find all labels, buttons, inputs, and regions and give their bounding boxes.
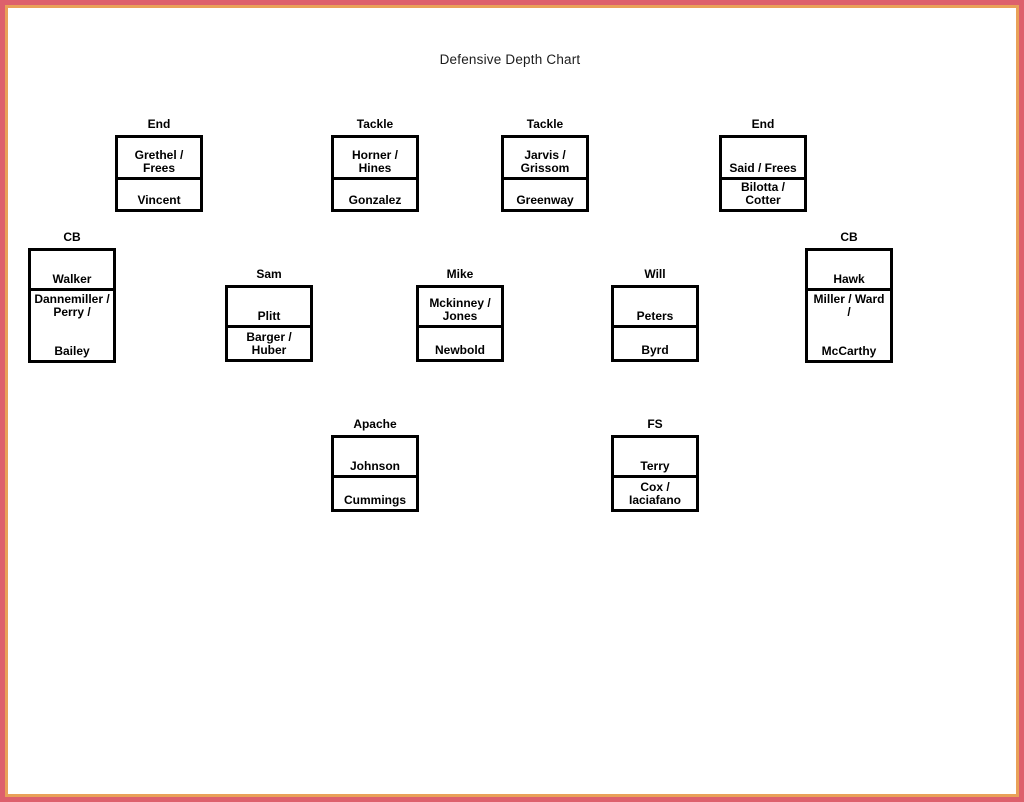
depth-cell-backups: Barger / Huber [228, 325, 310, 359]
chart-title: Defensive Depth Chart [439, 52, 581, 67]
position-box: Jarvis / Grissom Greenway [501, 135, 589, 212]
position-label: Apache [353, 417, 397, 431]
position-box: Walker Dannemiller / Perry / Bailey [28, 248, 116, 363]
depth-cell-starters: Johnson [350, 459, 400, 473]
position-label: Tackle [526, 117, 564, 131]
depth-cell-starters: Mckinney / Jones [429, 296, 491, 323]
position-label: CB [840, 230, 858, 244]
position-box: Grethel / Frees Vincent [115, 135, 203, 212]
position-label: End [147, 117, 171, 131]
position-label: CB [63, 230, 81, 244]
depth-cell-backups: Gonzalez [334, 177, 416, 209]
position-unit-will: Will Peters Byrd [611, 267, 699, 362]
position-label: End [751, 117, 775, 131]
depth-cell-backups: Byrd [614, 325, 696, 359]
depth-cell-starters: Walker [52, 272, 92, 286]
position-label: Mike [446, 267, 474, 281]
depth-cell-backups: Cummings [334, 475, 416, 509]
depth-cell-backups: Miller / Ward / McCarthy [808, 288, 890, 360]
position-box: Horner / Hines Gonzalez [331, 135, 419, 212]
position-unit-end-left: End Grethel / Frees Vincent [115, 117, 203, 212]
position-unit-end-right: End Said / Frees Bilotta / Cotter [719, 117, 807, 212]
position-unit-mike: Mike Mckinney / Jones Newbold [416, 267, 504, 362]
depth-cell-backups: Dannemiller / Perry / Bailey [31, 288, 113, 360]
position-box: Peters Byrd [611, 285, 699, 362]
position-unit-cb-right: CB Hawk Miller / Ward / McCarthy [805, 230, 893, 363]
position-label: Tackle [356, 117, 394, 131]
position-box: Johnson Cummings [331, 435, 419, 512]
position-unit-cb-left: CB Walker Dannemiller / Perry / Bailey [28, 230, 116, 363]
position-unit-apache: Apache Johnson Cummings [331, 417, 419, 512]
position-unit-sam: Sam Plitt Barger / Huber [225, 267, 313, 362]
depth-cell-backups: Greenway [504, 177, 586, 209]
depth-cell-starters: Plitt [257, 309, 281, 323]
position-unit-tackle-left: Tackle Horner / Hines Gonzalez [331, 117, 419, 212]
position-box: Plitt Barger / Huber [225, 285, 313, 362]
position-box: Said / Frees Bilotta / Cotter [719, 135, 807, 212]
position-label: FS [647, 417, 663, 431]
position-box: Hawk Miller / Ward / McCarthy [805, 248, 893, 363]
depth-cell-backups: Cox / Iaciafano [614, 475, 696, 509]
depth-cell-starters: Peters [636, 309, 674, 323]
position-label: Sam [256, 267, 282, 281]
position-label: Will [644, 267, 666, 281]
position-box: Terry Cox / Iaciafano [611, 435, 699, 512]
depth-cell-backups: Newbold [419, 325, 501, 359]
depth-cell-starters: Jarvis / Grissom [520, 148, 570, 175]
depth-cell-starters: Said / Frees [729, 161, 797, 175]
position-unit-fs: FS Terry Cox / Iaciafano [611, 417, 699, 512]
depth-cell-starters: Grethel / Frees [134, 148, 184, 175]
position-box: Mckinney / Jones Newbold [416, 285, 504, 362]
depth-cell-starters: Terry [640, 459, 670, 473]
depth-cell-starters: Hawk [833, 272, 865, 286]
depth-cell-backups: Vincent [118, 177, 200, 209]
depth-cell-backups: Bilotta / Cotter [722, 177, 804, 209]
position-unit-tackle-right: Tackle Jarvis / Grissom Greenway [501, 117, 589, 212]
depth-cell-starters: Horner / Hines [351, 148, 398, 175]
